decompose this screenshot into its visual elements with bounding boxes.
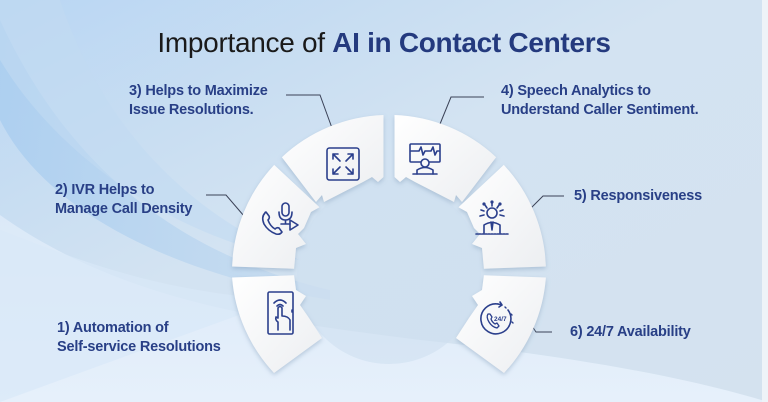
center-hub [297, 180, 481, 364]
page-title: Importance of AI in Contact Centers [0, 27, 768, 59]
item-label-1: 1) Automation of Self-service Resolution… [57, 319, 221, 357]
item-5-line1: 5) Responsiveness [574, 188, 702, 204]
phone-microphone-play-icon [261, 202, 299, 236]
item-label-4: 4) Speech Analytics to Understand Caller… [501, 82, 699, 120]
item-label-3: 3) Helps to Maximize Issue Resolutions. [129, 82, 268, 120]
monitor-heartbeat-person-icon [409, 143, 441, 175]
item-4-line2: Understand Caller Sentiment. [501, 102, 699, 118]
item-1-line2: Self-service Resolutions [57, 339, 221, 355]
touch-screen-tap-icon [267, 291, 294, 335]
clock-24-7-phone-icon: 24/7 [480, 301, 514, 335]
item-label-6: 6) 24/7 Availability [570, 323, 691, 342]
segment-5[interactable] [458, 164, 546, 269]
connector-4 [439, 96, 484, 125]
badge-24-7: 24/7 [494, 316, 507, 323]
segment-6[interactable] [456, 275, 546, 373]
item-4-line1: 4) Speech Analytics to [501, 83, 651, 99]
item-6-line1: 6) 24/7 Availability [570, 324, 691, 340]
item-label-5: 5) Responsiveness [574, 187, 702, 206]
person-idea-rays-icon [475, 200, 509, 235]
item-label-2: 2) IVR Helps to Manage Call Density [55, 181, 192, 219]
item-2-line2: Manage Call Density [55, 201, 193, 217]
segment-4[interactable] [394, 115, 497, 202]
title-prefix: Importance of [157, 27, 333, 58]
connector-3 [286, 94, 333, 129]
item-1-line1: 1) Automation of [57, 320, 169, 336]
segment-2[interactable] [232, 164, 320, 269]
segment-1[interactable] [232, 275, 322, 373]
title-accent: AI in Contact Centers [332, 27, 611, 58]
item-3-line2: Issue Resolutions. [129, 102, 254, 118]
item-2-line1: 2) IVR Helps to [55, 182, 155, 198]
item-3-line1: 3) Helps to Maximize [129, 83, 268, 99]
connector-2 [206, 194, 245, 217]
expand-arrows-icon [326, 147, 360, 181]
connector-5 [528, 195, 564, 211]
